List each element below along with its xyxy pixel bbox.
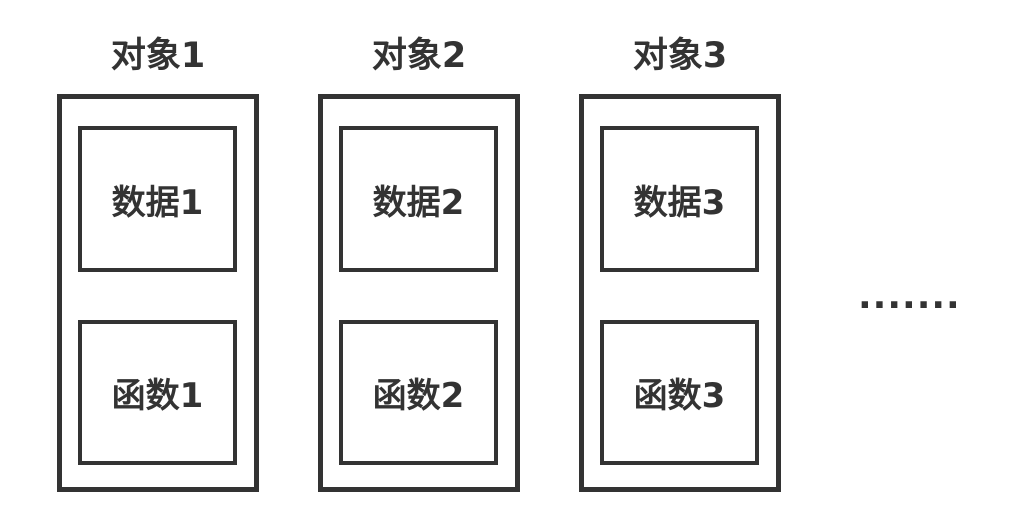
object-box: 数据2 函数2 [318, 94, 520, 492]
data-label: 数据1 [111, 182, 204, 223]
object-column-1: 对象1 数据1 函数1 [57, 0, 259, 532]
object-title: 对象3 [632, 36, 728, 76]
continuation-ellipsis: ······· [858, 285, 961, 326]
function-label: 函数2 [372, 376, 465, 416]
data-box: 数据2 [339, 126, 498, 272]
data-box: 数据3 [600, 126, 759, 272]
function-box: 函数2 [339, 320, 498, 465]
object-column-2: 对象2 数据2 函数2 [318, 0, 520, 532]
data-label: 数据2 [372, 182, 465, 223]
object-title: 对象2 [371, 36, 467, 76]
object-box: 数据3 函数3 [579, 94, 781, 492]
object-title: 对象1 [110, 36, 206, 76]
object-box: 数据1 函数1 [57, 94, 259, 492]
function-box: 函数1 [78, 320, 237, 465]
object-column-3: 对象3 数据3 函数3 [579, 0, 781, 532]
function-label: 函数3 [633, 376, 726, 416]
data-box: 数据1 [78, 126, 237, 272]
function-label: 函数1 [111, 376, 204, 416]
function-box: 函数3 [600, 320, 759, 465]
data-label: 数据3 [633, 182, 726, 223]
